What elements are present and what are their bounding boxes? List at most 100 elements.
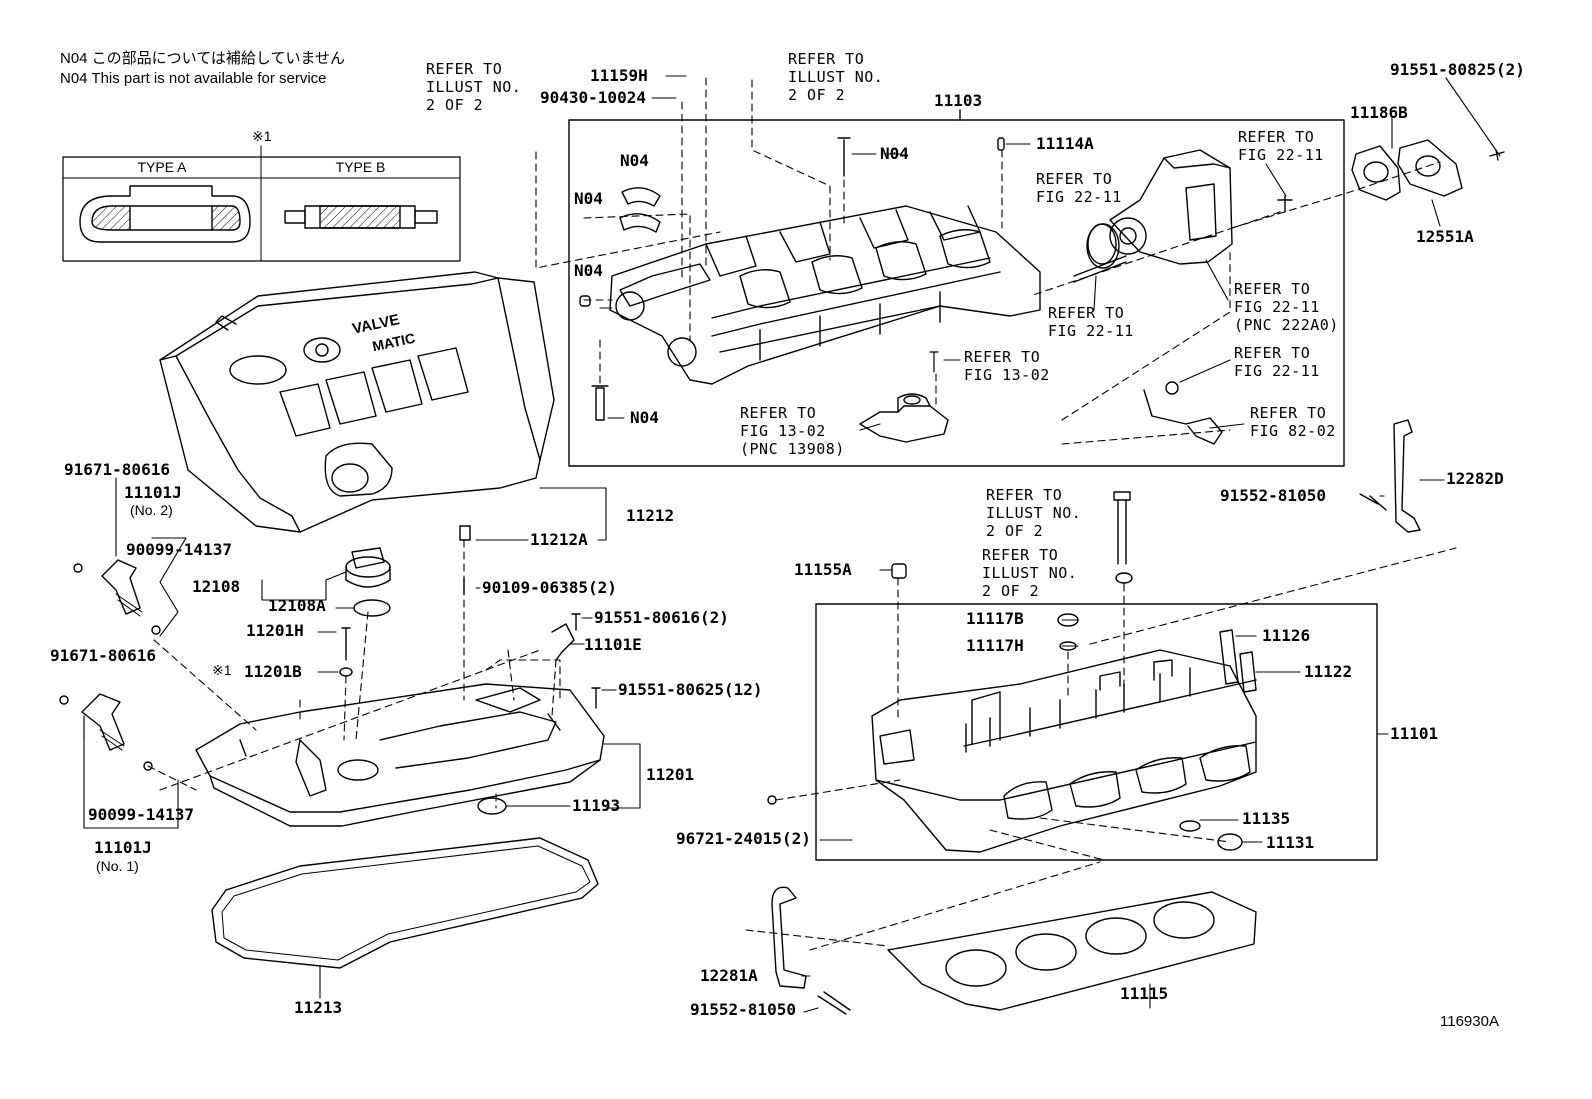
gasket-11213-drawing: [211, 837, 599, 969]
part-90109-06385: 90109-06385(2): [482, 578, 617, 597]
part-91671-80616-top: 91671-80616: [64, 460, 170, 479]
part-n04-bolt-lower: N04: [630, 408, 659, 427]
part-11212a: 11212A: [530, 530, 588, 549]
part-11101e: 11101E: [584, 635, 642, 654]
part-11201h: 11201H: [246, 621, 304, 640]
part-91552-81050-top: 91552-81050: [1220, 486, 1326, 505]
bolt-91551-625: [591, 687, 601, 709]
part-11213: 11213: [294, 998, 343, 1017]
bolt-illust-2: [1113, 491, 1131, 565]
bolt-n04-top: [837, 137, 851, 177]
washer-11201b: [339, 667, 353, 677]
part-11117b: 11117B: [966, 609, 1024, 628]
bolt-n04: [591, 385, 609, 421]
part-11101j-no1-sub: (No. 1): [96, 858, 139, 874]
pin-11114a: [997, 137, 1005, 151]
note-en: N04 This part is not available for servi…: [60, 70, 327, 87]
refer-illust-2of2-head-b: REFER TO ILLUST NO. 2 OF 2: [982, 546, 1078, 600]
part-91551-80825: 91551-80825(2): [1390, 60, 1525, 79]
bolt-91552-a: [1359, 493, 1387, 511]
part-11101j-no2: 11101J: [124, 483, 182, 502]
part-11122: 11122: [1304, 662, 1353, 681]
hanger-12281a: [771, 886, 807, 989]
part-11201b-mark: ※1: [212, 662, 232, 678]
part-11126: 11126: [1262, 626, 1311, 645]
refer-fig-82-02: REFER TO FIG 82-02: [1250, 404, 1336, 440]
sensor-11101e: [551, 623, 575, 661]
hanger-12282d: [1393, 419, 1421, 533]
bearing-n04-b: [619, 213, 661, 233]
box-11103: [568, 119, 1345, 467]
part-12108: 12108: [192, 577, 241, 596]
guide-lines-left: [147, 539, 561, 809]
housing-drawing: [1086, 149, 1233, 269]
type-a-header: TYPE A: [137, 159, 187, 175]
guide-lines-head: [775, 547, 1457, 861]
bolt-91551-616: [571, 613, 581, 631]
part-12282d: 12282D: [1446, 469, 1504, 488]
part-11135: 11135: [1242, 809, 1291, 828]
part-11117h: 11117H: [966, 636, 1024, 655]
refer-fig-22-11-a: REFER TO FIG 22-11: [1238, 128, 1324, 164]
refer-fig-22-11-e: REFER TO FIG 22-11: [1234, 344, 1320, 380]
cam-housing-drawing: [609, 205, 1041, 385]
part-11101: 11101: [1390, 724, 1439, 743]
part-11186b: 11186B: [1350, 103, 1408, 122]
ocv-no2-drawing: [73, 559, 161, 635]
part-11155a: 11155A: [794, 560, 852, 579]
cylinder-head-drawing: [871, 649, 1257, 853]
refer-illust-2of2-left: REFER TO ILLUST NO. 2 OF 2: [426, 60, 522, 114]
part-90430-10024: 90430-10024: [540, 88, 646, 107]
part-91552-81050-bottom: 91552-81050: [690, 1000, 796, 1019]
part-n04-bearing-lower: N04: [574, 189, 603, 208]
part-12281a: 12281A: [700, 966, 758, 985]
engine-cover-drawing: [159, 271, 555, 533]
refer-fig-22-11-c: REFER TO FIG 22-11: [1048, 304, 1134, 340]
bolt-11201h: [341, 627, 351, 661]
part-11159h: 11159H: [590, 66, 648, 85]
part-91551-80625: 91551-80625(12): [618, 680, 763, 699]
ocv-no1-drawing: [59, 693, 153, 771]
bolt-11212a: [459, 525, 471, 541]
bracket-drawing: [859, 351, 949, 443]
diagram-id: 116930A: [1440, 1013, 1499, 1030]
ocv-bracket-no2: [115, 537, 187, 637]
guide-11122: [1239, 651, 1257, 693]
guide-lines-upper: [535, 77, 1441, 445]
part-11201b: 11201B: [244, 662, 302, 681]
refer-fig-13-02-a: REFER TO FIG 13-02: [964, 348, 1050, 384]
part-90099-14137-bottom: 90099-14137: [88, 805, 194, 824]
refer-fig-22-11-b: REFER TO FIG 22-11: [1036, 170, 1122, 206]
part-11103: 11103: [934, 91, 983, 110]
gasket-ring: [1087, 223, 1117, 265]
guide-11126: [1219, 629, 1239, 685]
part-12108a: 12108A: [268, 596, 326, 615]
pin-n04: [579, 295, 591, 307]
part-11101j-no2-sub: (No. 2): [130, 502, 173, 518]
oil-cap-drawing: [345, 547, 391, 617]
head-gasket-drawing: [887, 891, 1257, 1011]
guide-lines-gasket: [745, 861, 1101, 951]
part-11201: 11201: [646, 765, 695, 784]
part-11101j-no1: 11101J: [94, 838, 152, 857]
part-90099-14137-top: 90099-14137: [126, 540, 232, 559]
bolt-91552-b: [817, 991, 851, 1015]
refer-illust-2of2-top: REFER TO ILLUST NO. 2 OF 2: [788, 50, 884, 104]
refer-illust-2of2-head-a: REFER TO ILLUST NO. 2 OF 2: [986, 486, 1082, 540]
seal-11193-drawing: [477, 797, 507, 815]
part-96721-24015: 96721-24015(2): [676, 829, 811, 848]
part-11114a: 11114A: [1036, 134, 1094, 153]
dowel-11155a: [891, 563, 907, 579]
part-11193: 11193: [572, 796, 621, 815]
refer-fig-22-11-d: REFER TO FIG 22-11 (PNC 222A0): [1234, 280, 1339, 334]
pin-96721: [767, 795, 777, 805]
leader-lines: [83, 75, 1501, 1013]
plug-11135: [1179, 820, 1201, 832]
seal-11131: [1217, 833, 1243, 851]
box-11101: [815, 603, 1378, 861]
type-box: [62, 145, 461, 262]
part-n04-bolt: N04: [880, 144, 909, 163]
part-n04-bearing-upper: N04: [620, 151, 649, 170]
